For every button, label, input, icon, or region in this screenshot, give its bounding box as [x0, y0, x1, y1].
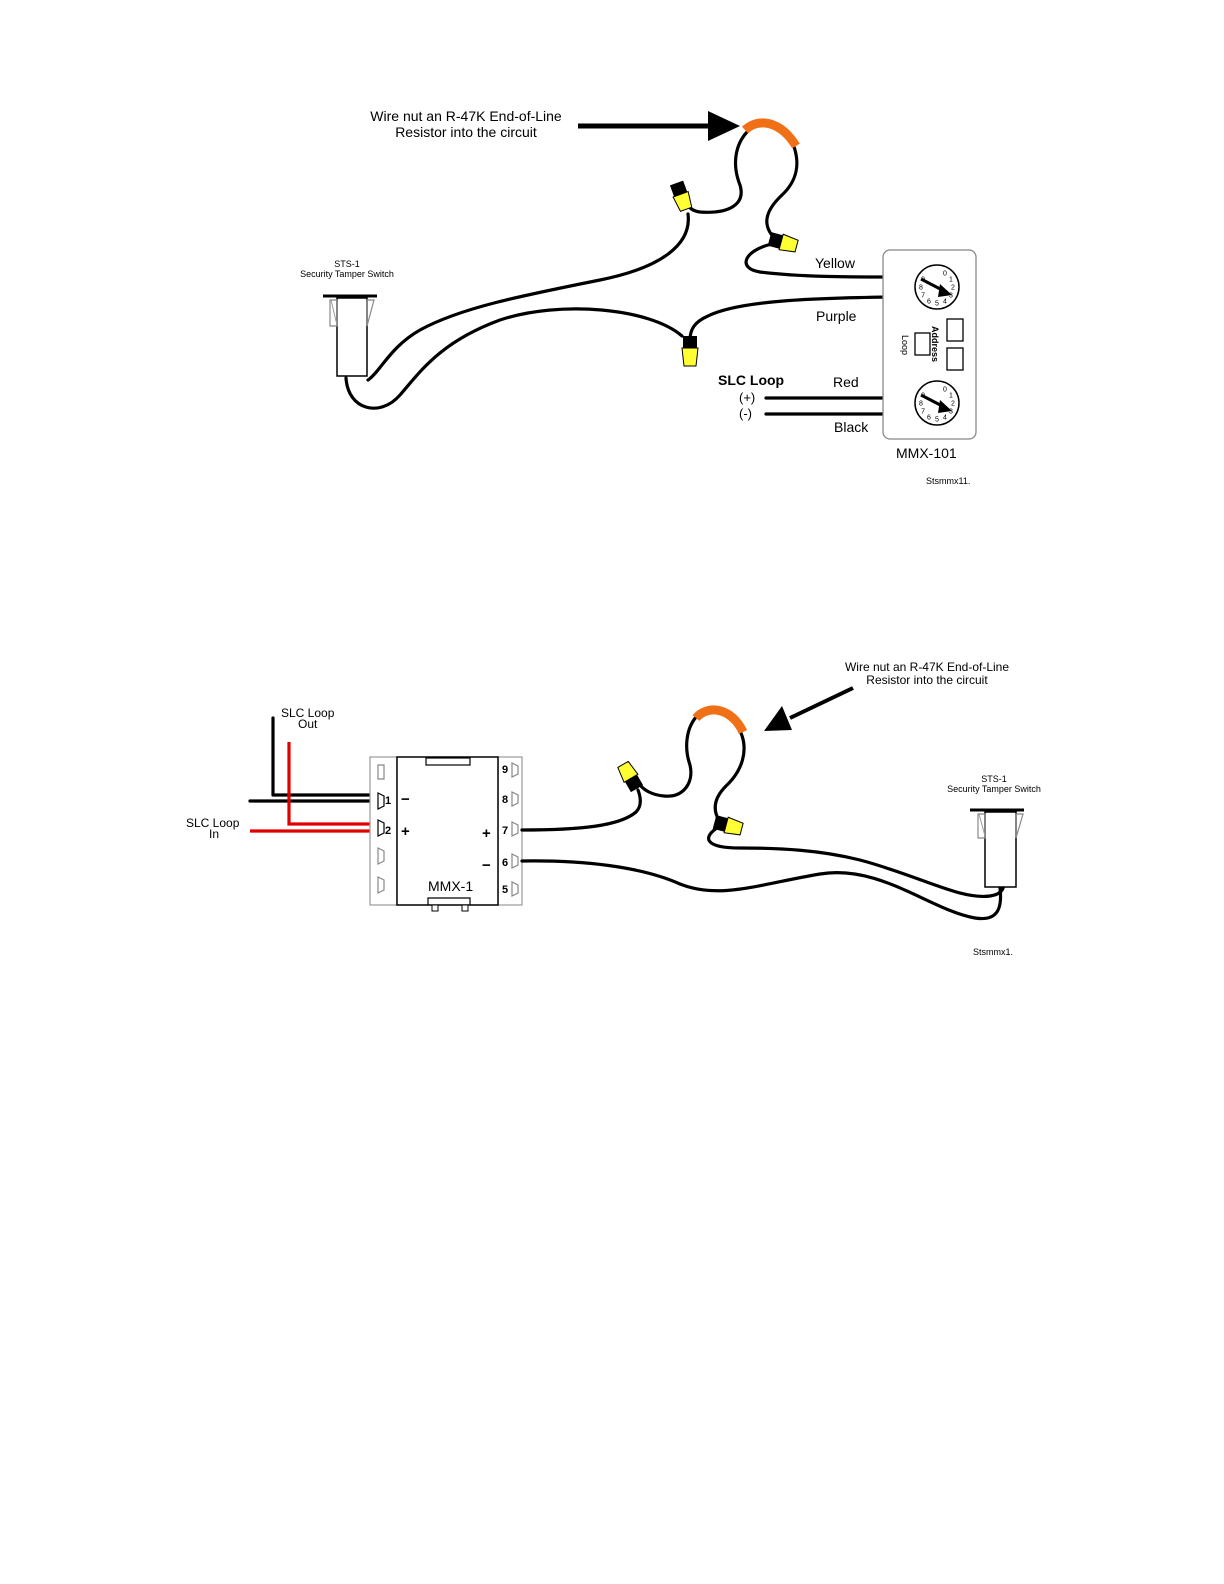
polarity-right-minus: −: [482, 857, 491, 874]
wire-nut-2-left: [617, 760, 644, 793]
dial-digit-lower-3: 3: [949, 409, 953, 416]
dial-digit-upper-6: 6: [927, 298, 931, 305]
switch-2-name-label: Security Tamper Switch: [947, 784, 1041, 794]
callout-line-1: Wire nut an R-47K End-of-Line: [370, 108, 562, 124]
resistor-2-lead-right: [713, 731, 746, 824]
dial-digit-upper-5: 5: [935, 301, 939, 308]
dial-digit-upper-4: 4: [943, 298, 947, 305]
switch-name-label: Security Tamper Switch: [300, 269, 394, 279]
resistor-lead-left: [684, 130, 749, 214]
terminal-2: 2: [385, 825, 391, 837]
yellow-wire: [744, 242, 892, 279]
slc-loop-label: SLC Loop: [718, 372, 784, 388]
dial-digit-lower-0: 0: [943, 387, 947, 394]
mmx-1-module: 1 2 9 8 7 6 5 − + + − MMX-1: [369, 756, 523, 912]
terminal-6-wire: [520, 859, 1003, 921]
switch-2-lead-upper: [707, 824, 1006, 899]
slc-minus-label: (-): [739, 406, 752, 421]
resistor-lead-right: [765, 142, 799, 242]
dial-digit-upper-8: 8: [919, 285, 923, 292]
terminal-7-wire: [520, 788, 642, 832]
address-box-lower: [946, 347, 964, 371]
switch-lead-lower: [344, 307, 684, 410]
dial-digit-lower-5: 5: [935, 417, 939, 424]
polarity-left-minus: −: [401, 791, 410, 808]
purple-wire: [688, 295, 892, 342]
slc-in-label-1: SLC Loop: [186, 816, 240, 830]
tamper-switch-2: [970, 808, 1024, 888]
dial-digit-upper-0: 0: [943, 271, 947, 278]
callout-arrow: [578, 111, 740, 141]
address-label: Address: [930, 326, 940, 362]
figure-id-1: Stsmmx11.: [926, 476, 970, 486]
figure-id-2: Stsmmx1.: [973, 947, 1013, 957]
slc-out-black-wire: [271, 716, 380, 797]
dial-digit-upper-1: 1: [949, 277, 953, 284]
purple-wire-label: Purple: [816, 308, 857, 324]
switch-lead-upper: [366, 212, 690, 382]
slc-in-label-2: In: [209, 827, 219, 841]
loop-box: [914, 332, 931, 356]
callout-2-line-1: Wire nut an R-47K End-of-Line: [845, 660, 1009, 674]
dial-digit-lower-4: 4: [943, 414, 947, 421]
resistor: [741, 118, 800, 149]
polarity-right-plus: +: [482, 825, 491, 842]
terminal-6: 6: [502, 857, 508, 869]
dial-digit-lower-1: 1: [949, 393, 953, 400]
terminal-1: 1: [385, 795, 391, 807]
diagram-2: Wire nut an R-47K End-of-Line Resistor i…: [186, 660, 1041, 957]
module-2-name-label: MMX-1: [428, 878, 473, 894]
address-dial-upper: 0123456789: [914, 264, 960, 310]
tamper-switch: [323, 294, 377, 377]
loop-label: Loop: [900, 335, 910, 355]
black-wire-label: Black: [834, 419, 869, 435]
dial-digit-lower-8: 8: [919, 401, 923, 408]
dial-digit-upper-3: 3: [949, 293, 953, 300]
resistor-2-lead-left: [638, 714, 699, 798]
slc-plus-label: (+): [739, 390, 755, 405]
wire-nut-upper-left: [669, 180, 693, 212]
slc-out-label-1: SLC Loop: [281, 706, 335, 720]
diagram-1: Wire nut an R-47K End-of-Line Resistor i…: [300, 108, 977, 486]
yellow-wire-label: Yellow: [815, 255, 856, 271]
terminal-9: 9: [502, 764, 508, 776]
slc-out-red-wire: [287, 742, 378, 826]
red-wire-label: Red: [833, 374, 859, 390]
address-box-upper: [946, 318, 964, 342]
dial-digit-lower-2: 2: [951, 401, 955, 408]
wire-nut-purple: [681, 336, 699, 367]
wire-nut-2-right: [712, 815, 744, 836]
callout-2-line-2: Resistor into the circuit: [866, 673, 988, 687]
dial-digit-lower-6: 6: [927, 414, 931, 421]
resistor-2: [692, 705, 748, 735]
dial-digit-lower-7: 7: [921, 409, 925, 416]
mmx-101-module: 0123456789 0123456789 Address Loop: [882, 249, 977, 440]
module-name-label: MMX-101: [896, 445, 957, 461]
slc-out-label-2: Out: [298, 717, 318, 731]
terminal-7: 7: [502, 825, 508, 837]
dial-digit-upper-2: 2: [951, 285, 955, 292]
address-dial-lower: 0123456789: [914, 380, 960, 426]
switch-model-label: STS-1: [334, 259, 360, 269]
callout-2-arrow: [764, 686, 854, 731]
terminal-8: 8: [502, 794, 508, 806]
callout-line-2: Resistor into the circuit: [395, 124, 537, 140]
terminal-5: 5: [502, 884, 508, 896]
dial-digit-upper-7: 7: [921, 293, 925, 300]
polarity-left-plus: +: [401, 823, 410, 840]
switch-2-model-label: STS-1: [981, 774, 1007, 784]
